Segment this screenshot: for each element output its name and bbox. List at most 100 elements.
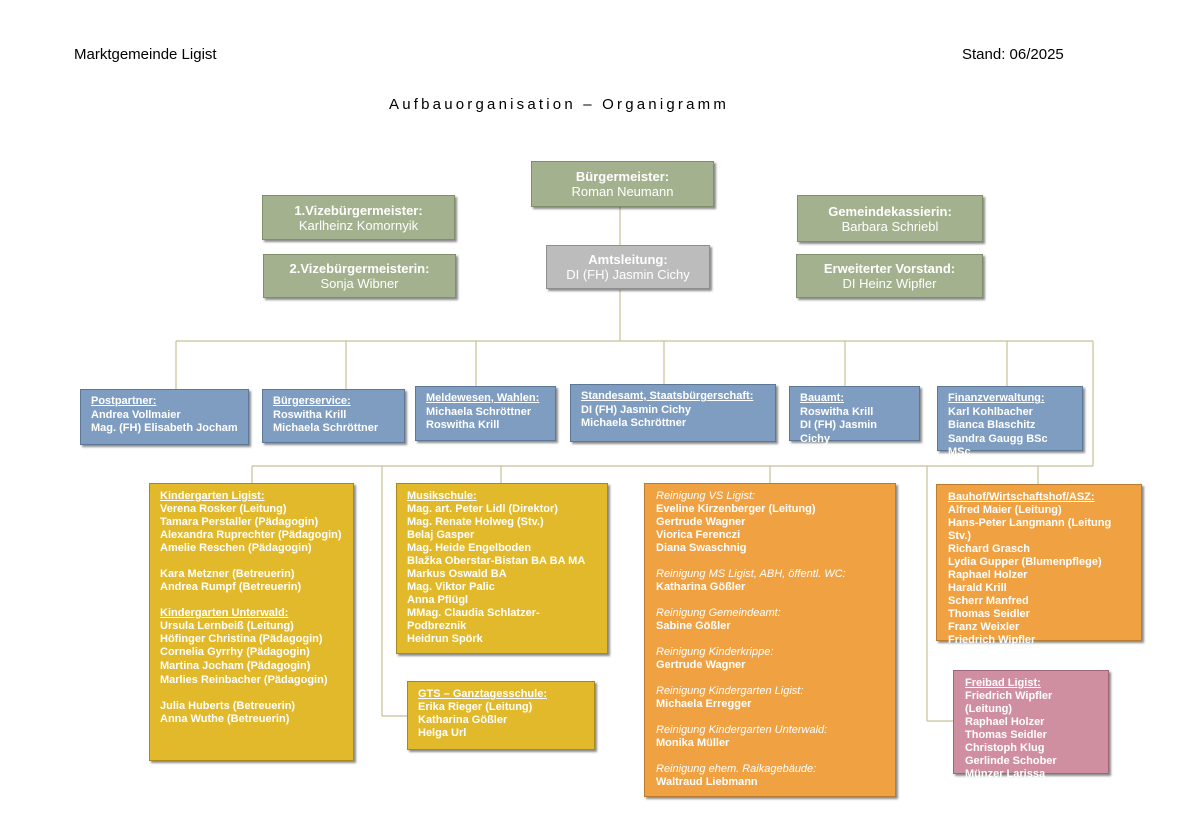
gts-box: GTS – Ganztagesschule: Erika Rieger (Lei… (407, 681, 595, 750)
department-member: DI (FH) Jasmin Cichy (800, 419, 878, 445)
office-head-box: Amtsleitung: DI (FH) Jasmin Cichy (546, 245, 710, 289)
office-head-title: Amtsleitung: (588, 252, 668, 267)
staff-member: Blažka Oberstar-Bistan BA BA MA (407, 555, 586, 567)
department-postpartner: Postpartner: Andrea Vollmaier Mag. (FH) … (80, 389, 249, 445)
pool-title: Freibad Ligist: (965, 677, 1041, 689)
staff-member: Sabine Gößler (656, 620, 731, 632)
department-buergerservice: Bürgerservice: Roswitha Krill Michaela S… (262, 389, 405, 443)
department-standesamt: Standesamt, Staatsbürgerschaft: DI (FH) … (570, 384, 776, 442)
staff-member: Franz Weixler (948, 621, 1020, 633)
staff-member: Kara Metzner (Betreuerin) (160, 568, 295, 580)
department-title: Postpartner: (91, 395, 157, 407)
department-title: Bauamt: (800, 392, 845, 404)
staff-member: Gerlinde Schober (965, 755, 1057, 767)
staff-member: Michaela Erregger (656, 698, 752, 710)
staff-member: Raphael Holzer (965, 716, 1045, 728)
staff-member: Ursula Lernbeiß (Leitung) (160, 620, 294, 632)
vice-mayor-1-box: 1.Vizebürgermeister: Karlheinz Komornyik (262, 195, 455, 240)
staff-member: Münzer Larissa (965, 768, 1046, 780)
department-meldewesen: Meldewesen, Wahlen: Michaela Schröttner … (415, 386, 556, 441)
department-member: Roswitha Krill (800, 405, 874, 418)
mayor-title: Bürgermeister: (575, 169, 670, 184)
vice-mayor-2-title: 2.Vizebürgermeisterin: (289, 261, 430, 276)
extended-board-title: Erweiterter Vorstand: (823, 261, 956, 276)
staff-member: Friedrich Wipfler (Leitung) (965, 690, 1053, 715)
page-title: Aufbauorganisation – Organigramm (389, 96, 730, 113)
department-title: Meldewesen, Wahlen: (426, 392, 540, 404)
staff-member: Friedrich Wipfler (948, 634, 1036, 646)
department-title: Standesamt, Staatsbürgerschaft: (581, 390, 754, 402)
kindergarten-box: Kindergarten Ligist: Verena Rosker (Leit… (149, 483, 354, 761)
staff-member: Marlies Reinbacher (Pädagogin) (160, 674, 328, 686)
department-bauamt: Bauamt: Roswitha Krill DI (FH) Jasmin Ci… (789, 386, 920, 445)
staff-member: Erika Rieger (Leitung) (418, 701, 533, 713)
cleaning-box: Reinigung VS Ligist: Eveline Kirzenberge… (644, 483, 896, 797)
cleaning-group-title: Reinigung VS Ligist: (656, 490, 756, 502)
staff-member: Harald Krill (948, 582, 1007, 594)
staff-member: Thomas Seidler (948, 608, 1030, 620)
staff-member: MMag. Claudia Schlatzer-Podbreznik (407, 607, 540, 632)
gts-title: GTS – Ganztagesschule: (418, 688, 547, 700)
vice-mayor-2-box: 2.Vizebürgermeisterin: Sonja Wibner (263, 254, 456, 298)
department-member: Sandra Gaugg BSc MSc (948, 432, 1048, 459)
staff-member: Mag. Viktor Palic (407, 581, 495, 593)
staff-member: Helga Url (418, 727, 467, 739)
staff-member: Amelie Reschen (Pädagogin) (160, 542, 312, 554)
staff-member: Richard Grasch (948, 543, 1030, 555)
staff-member: Viorica Ferenczi (656, 529, 741, 541)
staff-member: Martina Jocham (Pädagogin) (160, 660, 311, 672)
kindergarten-unterwald-title: Kindergarten Unterwald: (160, 607, 289, 619)
staff-member: Tamara Perstaller (Pädagogin) (160, 516, 319, 528)
department-member: Bianca Blaschitz (948, 419, 1036, 431)
staff-member: Thomas Seidler (965, 729, 1047, 741)
staff-member: Verena Rosker (Leitung) (160, 503, 287, 515)
vice-mayor-2-name: Sonja Wibner (320, 276, 399, 291)
vice-mayor-1-title: 1.Vizebürgermeister: (294, 202, 423, 218)
staff-member: Lydia Gupper (Blumenpflege) (948, 556, 1102, 568)
department-member: Karl Kohlbacher (948, 405, 1033, 418)
department-title: Finanzverwaltung: (948, 392, 1045, 404)
mayor-box: Bürgermeister: Roman Neumann (531, 161, 714, 207)
staff-member: Christoph Klug (965, 742, 1045, 754)
staff-member: Andrea Rumpf (Betreuerin) (160, 581, 302, 593)
staff-member: Markus Oswald BA (407, 568, 507, 580)
staff-member: Diana Swaschnig (656, 542, 747, 554)
staff-member: Mag. Renate Holweg (Stv.) (407, 516, 544, 528)
kindergarten-ligist-title: Kindergarten Ligist: (160, 490, 265, 502)
staff-member: Gertrude Wagner (656, 516, 746, 528)
staff-member: Katharina Gößler (418, 714, 508, 726)
department-member: Michaela Schröttner (581, 417, 687, 429)
status-date: Stand: 06/2025 (962, 46, 1064, 63)
staff-member: Waltraud Liebmann (656, 776, 758, 788)
cleaning-group-title: Reinigung Kinderkrippe: (656, 646, 774, 658)
pool-box: Freibad Ligist: Friedrich Wipfler (Leitu… (953, 670, 1109, 780)
cleaning-group-title: Reinigung Gemeindeamt: (656, 607, 781, 619)
staff-member: Alfred Maier (Leitung) (948, 504, 1062, 516)
vice-mayor-1-name: Karlheinz Komornyik (298, 217, 419, 233)
cleaning-group-title: Reinigung MS Ligist, ABH, öffentl. WC: (656, 568, 846, 580)
extended-board-name: DI Heinz Wipfler (842, 276, 937, 291)
treasurer-title: Gemeindekassierin: (828, 203, 952, 219)
cleaning-group-title: Reinigung ehem. Raikagebäude: (656, 763, 817, 775)
cleaning-group-title: Reinigung Kindergarten Unterwald: (656, 724, 828, 736)
staff-member: Katharina Gößler (656, 581, 746, 593)
department-finanzverwaltung: Finanzverwaltung: Karl Kohlbacher Bianca… (937, 386, 1083, 458)
staff-member: Cornelia Gyrrhy (Pädagogin) (160, 646, 310, 658)
department-member: Michaela Schröttner (426, 405, 532, 418)
municipality-name: Marktgemeinde Ligist (74, 46, 217, 63)
music-school-title: Musikschule: (407, 490, 477, 502)
department-member: DI (FH) Jasmin Cichy (581, 403, 692, 416)
staff-member: Monika Müller (656, 737, 730, 749)
staff-member: Anna Pflügl (407, 594, 469, 606)
mayor-name: Roman Neumann (571, 184, 674, 199)
extended-board-box: Erweiterter Vorstand: DI Heinz Wipfler (796, 254, 983, 298)
bauhof-title: Bauhof/Wirtschaftshof/ASZ: (948, 491, 1095, 503)
office-head-name: DI (FH) Jasmin Cichy (566, 267, 690, 282)
staff-member: Gertrude Wagner (656, 659, 746, 671)
staff-member: Belaj Gasper (407, 529, 475, 541)
bauhof-box: Bauhof/Wirtschaftshof/ASZ: Alfred Maier … (936, 484, 1142, 646)
staff-member: Hans-Peter Langmann (Leitung Stv.) (948, 517, 1112, 542)
department-member: Michaela Schröttner (273, 422, 379, 434)
staff-member: Mag. Heide Engelboden (407, 542, 532, 554)
